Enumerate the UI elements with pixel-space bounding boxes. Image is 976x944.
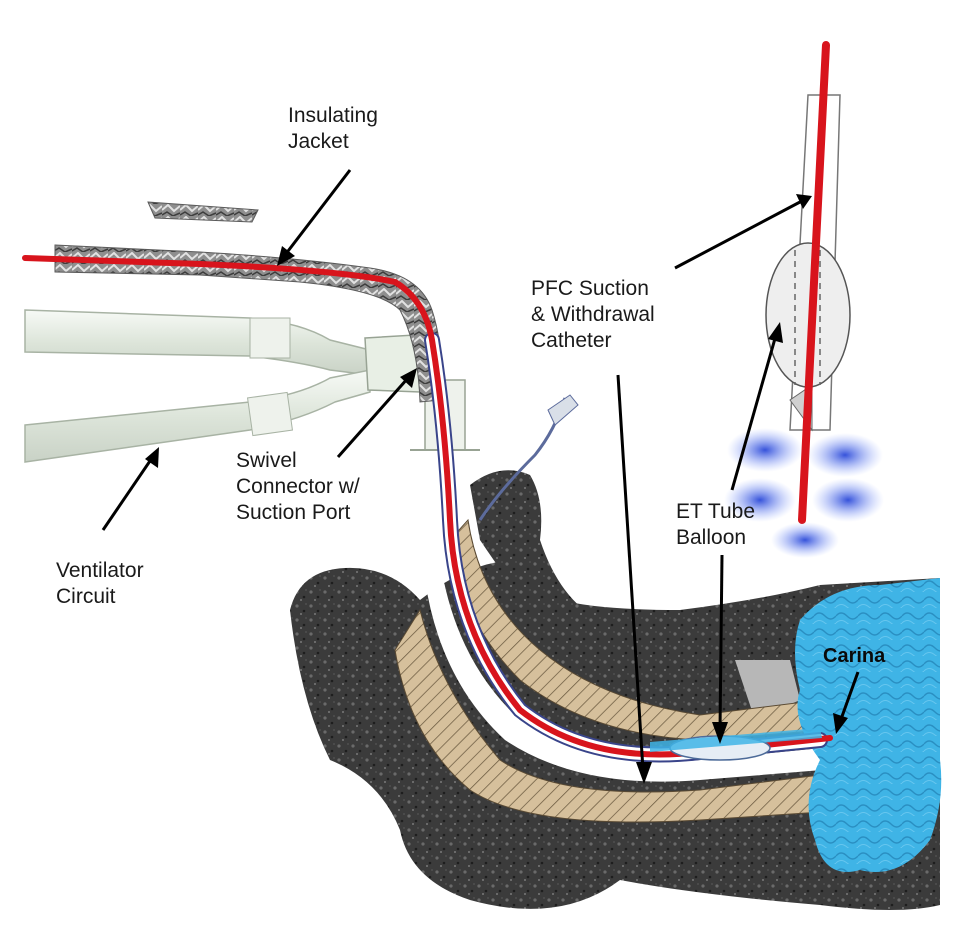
inset-catheter	[798, 41, 830, 524]
et-tube-inset	[724, 41, 884, 558]
foil-fragment	[147, 201, 259, 223]
leader-arrows	[101, 169, 860, 784]
trachea-lumen	[425, 560, 822, 782]
label-carina: Carina	[823, 643, 885, 669]
label-swivel-connector-line3: Suction Port	[236, 501, 351, 524]
suction-port-fitting	[547, 394, 579, 426]
lung	[795, 578, 942, 872]
label-swivel-connector-line2: Connector w/	[236, 475, 360, 498]
arrow-insulating-jacket	[277, 169, 352, 266]
label-insulating-jacket-line1: Insulating	[288, 104, 378, 127]
label-et-tube-balloon-line1: ET Tube	[676, 500, 755, 523]
arrow-ventilator-circuit	[101, 447, 159, 531]
arrow-swivel-connector	[336, 368, 417, 458]
label-pfc-catheter-line2: & Withdrawal	[531, 303, 655, 326]
label-swivel-connector: Swivel Connector w/ Suction Port	[236, 448, 360, 526]
arrow-et-balloon-airway	[712, 554, 728, 744]
ventilator-circuit-tubing	[24, 309, 421, 463]
arrow-pfc-inset	[674, 194, 812, 270]
label-insulating-jacket-line2: Jacket	[288, 130, 349, 153]
label-et-tube-balloon-line2: Balloon	[676, 526, 747, 549]
label-pfc-catheter: PFC Suction & Withdrawal Catheter	[531, 276, 655, 354]
label-ventilator-circuit-line2: Circuit	[56, 585, 116, 608]
label-insulating-jacket: Insulating Jacket	[288, 103, 378, 155]
pfc-catheter	[22, 255, 833, 758]
arrow-carina	[833, 671, 860, 734]
label-swivel-connector-line1: Swivel	[236, 449, 297, 472]
arrow-pfc-airway	[616, 374, 652, 784]
label-ventilator-circuit-line1: Ventilator	[56, 559, 144, 582]
label-et-tube-balloon: ET Tube Balloon	[676, 499, 755, 551]
label-pfc-catheter-line3: Catheter	[531, 329, 612, 352]
upper-jaw	[470, 470, 620, 642]
label-pfc-catheter-line1: PFC Suction	[531, 277, 649, 300]
label-carina-text: Carina	[823, 645, 886, 667]
label-ventilator-circuit: Ventilator Circuit	[56, 558, 144, 610]
arrow-et-balloon-inset	[730, 322, 783, 491]
airway-blue-stripe	[650, 728, 822, 752]
